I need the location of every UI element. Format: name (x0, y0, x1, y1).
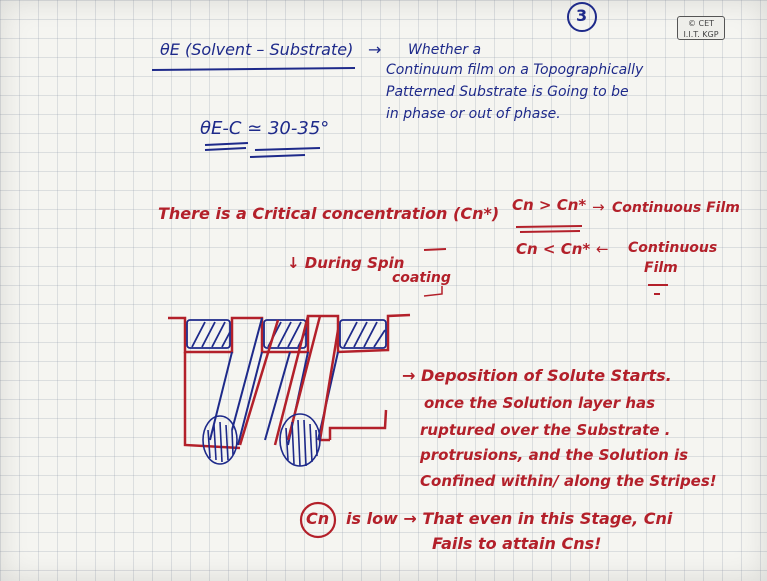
page-number-circle (567, 2, 597, 32)
substrate-profile-top (168, 313, 411, 354)
note-line2: Continuum film on a Topographically (386, 62, 644, 78)
cond1-underline-2 (519, 230, 581, 233)
theta-underline (151, 67, 356, 71)
cond1-result: Continuous Film (612, 200, 740, 216)
during-spin: ↓ During Spin (287, 254, 405, 272)
note-line4: in phase or out of phase. (386, 106, 561, 122)
theta-label: θE (Solvent – Substrate) (160, 40, 354, 59)
cond1-arrow: → (592, 198, 605, 216)
page-number: 3 (576, 6, 588, 25)
cond2-result-line1: Continuous (628, 240, 718, 256)
cond2-result-line2: Film (644, 260, 678, 276)
deposition-line2: once the Solution layer has (424, 394, 656, 412)
conclusion-cn: Cn (306, 509, 330, 528)
theta-ec-underline-1 (204, 142, 249, 146)
badge-line1: © CET (687, 19, 715, 28)
theta-ec-underline-2 (204, 147, 247, 151)
deposition-line1: → Deposition of Solute Starts. (402, 366, 672, 385)
cond2-arrow: ← (596, 240, 609, 258)
coating-label: coating (392, 270, 451, 286)
theta-ec-underline-3 (254, 147, 321, 151)
hatched-caps (186, 319, 387, 349)
cond1-underline-1 (515, 225, 583, 228)
cet-badge: © CET I.I.T. KGP (677, 16, 725, 40)
conclusion-line1: is low → That even in this Stage, Cni (346, 509, 673, 528)
theta-ec: θE-C ≃ 30-35° (200, 118, 330, 139)
stripe-ends (202, 413, 321, 467)
cond1-expression: Cn > Cn* (512, 196, 587, 214)
deposition-line4: protrusions, and the Solution is (420, 446, 689, 464)
cond2-expression: Cn < Cn* (516, 240, 591, 258)
note-line3: Patterned Substrate is Going to be (386, 84, 629, 100)
coating-bracket (423, 286, 443, 297)
cn-circle (299, 501, 337, 539)
note-line1: Whether a (408, 42, 482, 58)
badge-line2: I.I.T. KGP (683, 30, 719, 39)
theta-ec-underline-4 (249, 154, 306, 158)
deposition-line3: ruptured over the Substrate . (420, 421, 671, 439)
critical-concentration: There is a Critical concentration (Cn*) (158, 204, 500, 223)
deposition-line5: Confined within/ along the Stripes! (420, 472, 717, 490)
conclusion-line2: Fails to attain Cns! (432, 534, 602, 553)
cn-star-dash (423, 248, 447, 251)
theta-arrow: → (368, 40, 382, 59)
